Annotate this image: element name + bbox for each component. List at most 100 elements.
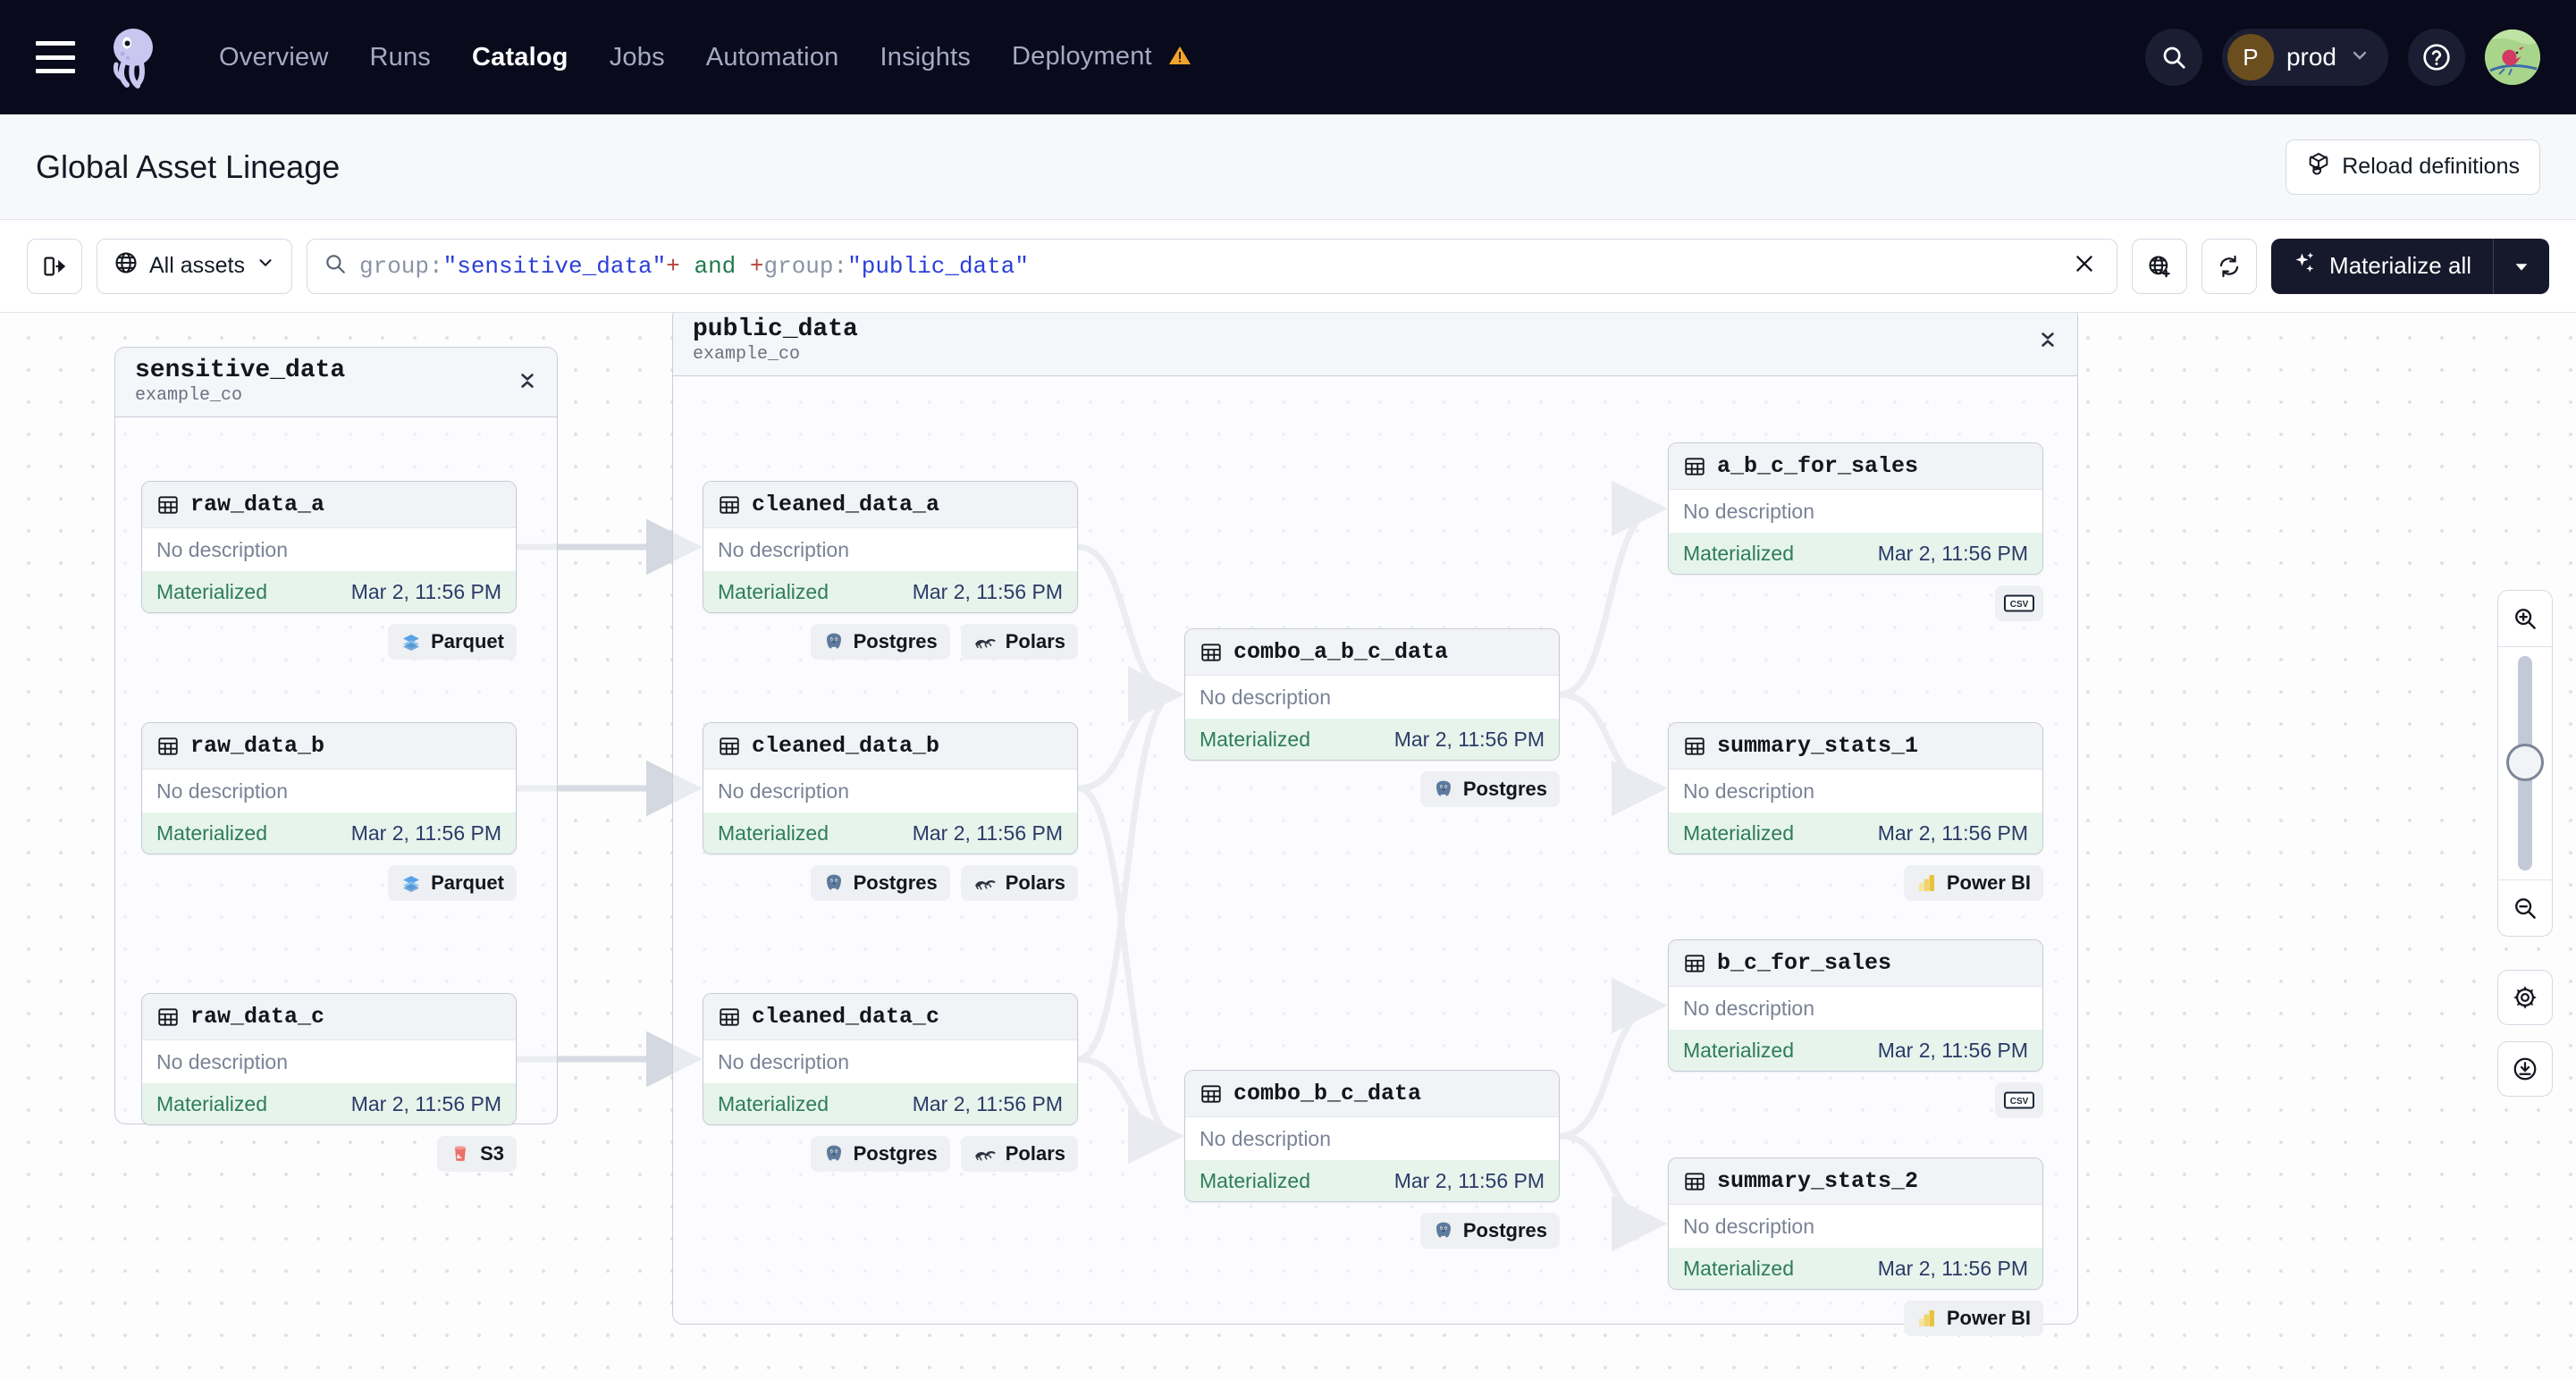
close-icon[interactable]: [2068, 251, 2100, 281]
collapse-vertical-icon[interactable]: [2036, 328, 2059, 356]
asset-header[interactable]: raw_data_c: [142, 994, 516, 1040]
zoom-controls[interactable]: [2497, 590, 2553, 937]
search-icon[interactable]: [2144, 29, 2202, 86]
asset-tag-polars[interactable]: Polars: [960, 624, 1078, 660]
asset-header[interactable]: b_c_for_sales: [1669, 940, 2042, 987]
zoom-in-icon[interactable]: [2498, 591, 2552, 646]
download-circle-icon[interactable]: [2497, 1041, 2553, 1097]
asset-header[interactable]: summary_stats_1: [1669, 723, 2042, 770]
zoom-slider[interactable]: [2498, 647, 2552, 879]
materialize-all-main[interactable]: Materialize all: [2271, 239, 2493, 294]
gear-icon[interactable]: [2497, 970, 2553, 1025]
materialization-timestamp[interactable]: Mar 2, 11:56 PM: [1877, 1038, 2028, 1062]
postgres-icon: [823, 872, 845, 894]
materialization-timestamp[interactable]: Mar 2, 11:56 PM: [1877, 1256, 2028, 1280]
materialization-timestamp[interactable]: Mar 2, 11:56 PM: [350, 820, 501, 845]
asset-tag-postgres[interactable]: Postgres: [1419, 1213, 1560, 1249]
materialization-timestamp[interactable]: Mar 2, 11:56 PM: [1393, 727, 1545, 751]
asset-query-input[interactable]: group:"sensitive_data"+ and +group:"publ…: [306, 238, 2118, 294]
dagster-logo[interactable]: [100, 24, 166, 90]
panel-expand-icon[interactable]: [27, 238, 82, 294]
asset-tag-csv[interactable]: CSV: [1995, 585, 2043, 621]
asset-header[interactable]: raw_data_b: [142, 723, 516, 770]
asset-header[interactable]: combo_b_c_data: [1185, 1071, 1559, 1117]
materialize-options-caret[interactable]: [2494, 239, 2549, 294]
materialization-timestamp[interactable]: Mar 2, 11:56 PM: [912, 820, 1063, 845]
asset-header[interactable]: combo_a_b_c_data: [1185, 629, 1559, 676]
question-circle-icon[interactable]: [2408, 29, 2465, 86]
asset-header[interactable]: a_b_c_for_sales: [1669, 443, 2042, 490]
asset-tag-power-bi[interactable]: Power BI: [1903, 865, 2043, 901]
materialization-timestamp[interactable]: Mar 2, 11:56 PM: [350, 1091, 501, 1115]
asset-tag-csv[interactable]: CSV: [1995, 1082, 2043, 1118]
nav-link-jobs[interactable]: Jobs: [589, 43, 686, 72]
materialization-timestamp[interactable]: Mar 2, 11:56 PM: [912, 1091, 1063, 1115]
asset-header[interactable]: raw_data_a: [142, 482, 516, 528]
deployment-selector[interactable]: P prod: [2221, 29, 2388, 86]
globe-plus-icon[interactable]: [2132, 238, 2188, 294]
nav-link-deployment[interactable]: Deployment: [991, 42, 1212, 73]
nav-link-runs[interactable]: Runs: [349, 43, 451, 72]
asset-tag-power-bi[interactable]: Power BI: [1903, 1300, 2043, 1336]
materialization-timestamp[interactable]: Mar 2, 11:56 PM: [350, 579, 501, 603]
asset-header[interactable]: cleaned_data_b: [703, 723, 1077, 770]
collapse-vertical-icon[interactable]: [516, 369, 539, 397]
reload-definitions-button[interactable]: Reload definitions: [2286, 139, 2540, 195]
asset-header[interactable]: summary_stats_2: [1669, 1158, 2042, 1205]
avatar[interactable]: [2485, 29, 2540, 85]
asset-header[interactable]: cleaned_data_a: [703, 482, 1077, 528]
hamburger-icon[interactable]: [36, 41, 75, 73]
materialization-timestamp[interactable]: Mar 2, 11:56 PM: [912, 579, 1063, 603]
asset-tag-polars[interactable]: Polars: [960, 1136, 1078, 1172]
nav-link-insights[interactable]: Insights: [859, 43, 991, 72]
zoom-slider-knob[interactable]: [2506, 744, 2544, 781]
asset-query-value[interactable]: group:"sensitive_data"+ and +group:"publ…: [359, 253, 2056, 280]
nav-link-catalog[interactable]: Catalog: [451, 43, 589, 72]
materialize-all-button[interactable]: Materialize all: [2271, 238, 2549, 294]
asset-tag-postgres[interactable]: Postgres: [1419, 771, 1560, 807]
zoom-out-icon[interactable]: [2498, 880, 2552, 936]
asset-tag-s3[interactable]: S3: [437, 1136, 517, 1172]
asset-tag-parquet[interactable]: Parquet: [388, 624, 517, 660]
asset-tag-postgres[interactable]: Postgres: [810, 1136, 950, 1172]
materialization-timestamp[interactable]: Mar 2, 11:56 PM: [1877, 820, 2028, 845]
asset-tag-postgres[interactable]: Postgres: [810, 865, 950, 901]
asset-tag-polars[interactable]: Polars: [960, 865, 1078, 901]
nav-link-automation[interactable]: Automation: [686, 43, 860, 72]
nav-link-overview[interactable]: Overview: [198, 43, 349, 72]
materialization-timestamp[interactable]: Mar 2, 11:56 PM: [1393, 1168, 1545, 1192]
asset-header[interactable]: cleaned_data_c: [703, 994, 1077, 1040]
asset-tag-parquet[interactable]: Parquet: [388, 865, 517, 901]
asset-scope-selector[interactable]: All assets: [97, 238, 292, 294]
asset-tag-postgres[interactable]: Postgres: [810, 624, 950, 660]
materialization-timestamp[interactable]: Mar 2, 11:56 PM: [1877, 541, 2028, 565]
refresh-icon[interactable]: [2201, 238, 2258, 294]
